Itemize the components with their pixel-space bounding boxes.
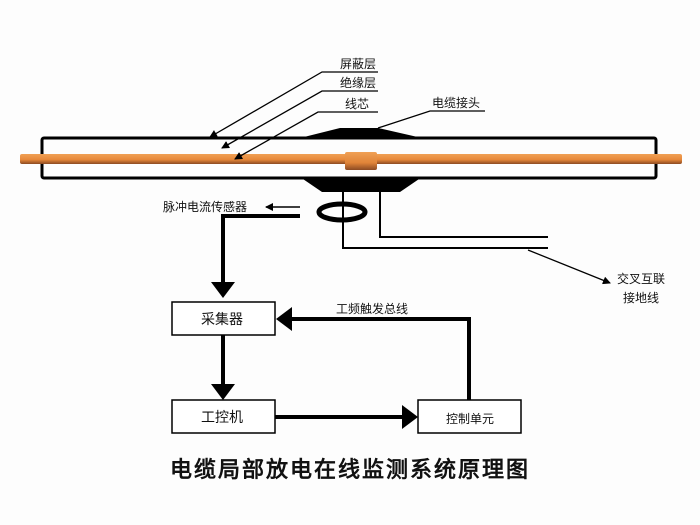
- trigger-bus-label: 工频触发总线: [336, 301, 408, 316]
- ipc-label: 工控机: [201, 410, 243, 426]
- collector-box: [171, 301, 276, 336]
- control-unit-box: [417, 399, 522, 434]
- cable-joint-label: 电缆接头: [432, 95, 480, 110]
- sensor-to-collector-line: [221, 214, 300, 282]
- core-connector-sleeve: [345, 152, 377, 170]
- cross-bonding-label-line1: 交叉互联: [617, 271, 665, 286]
- ipc-to-control-arrowhead: [402, 405, 418, 429]
- control-unit-label: 控制单元: [446, 412, 494, 426]
- ipc-box: [171, 399, 276, 434]
- collector-label: 采集器: [201, 311, 243, 328]
- grounding-leader-line: [527, 249, 611, 285]
- pulse-current-sensor: [316, 201, 368, 223]
- insulation-leader-line: [221, 90, 378, 149]
- grounding-wire-inner: [379, 190, 548, 238]
- cable-joint-top: [300, 128, 422, 138]
- insulation-layer-label: 绝缘层: [340, 75, 376, 90]
- collector-to-ipc-arrowhead: [211, 384, 235, 400]
- diagram-title: 电缆局部放电在线监测系统原理图: [170, 457, 530, 483]
- shield-leader-line: [209, 71, 378, 138]
- trigger-bus-arrowhead: [276, 307, 292, 331]
- core-leader-line: [234, 111, 378, 160]
- cable-joint-bottom: [300, 177, 422, 192]
- cross-bonding-label-line2: 接地线: [623, 290, 659, 305]
- pulse-sensor-label: 脉冲电流传感器: [163, 199, 247, 214]
- core-label: 线芯: [345, 97, 369, 111]
- sensor-to-collector-arrowhead: [211, 282, 235, 298]
- trigger-bus-line: [292, 317, 471, 400]
- joint-leader-line: [377, 110, 485, 129]
- grounding-wire-outer: [342, 190, 548, 249]
- shield-layer-label: 屏蔽层: [340, 57, 376, 71]
